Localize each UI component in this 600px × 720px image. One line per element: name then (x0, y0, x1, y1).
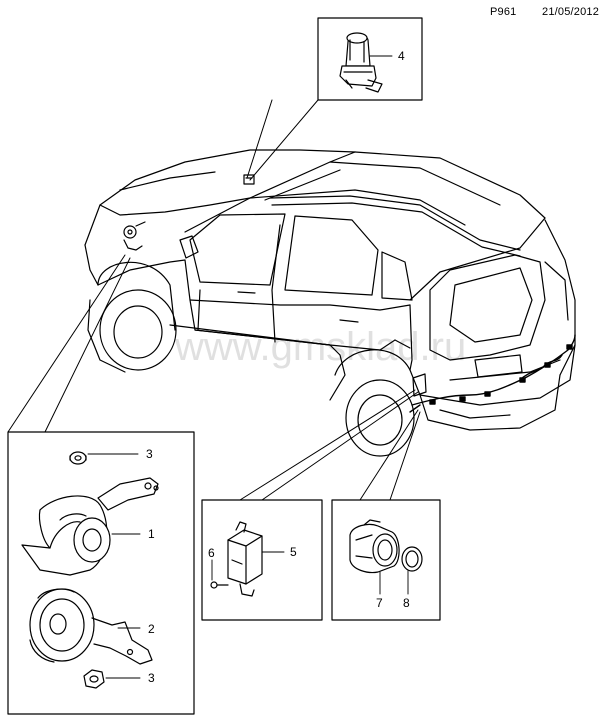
horn-location (123, 221, 146, 251)
callout-2: 2 (148, 622, 155, 636)
callout-7: 7 (376, 596, 383, 610)
detail-box-roof-sensor: 4 (317, 17, 423, 101)
roof-sensor-part (339, 32, 383, 93)
callout-3-bottom: 3 (148, 671, 155, 685)
detail-box-sensors: 7 8 (331, 499, 441, 621)
page-date: 21/05/2012 (542, 6, 600, 18)
control-module-part (227, 521, 263, 597)
watermark: www.gmsklad.ru (174, 325, 466, 369)
horn-1-part (21, 477, 159, 576)
module-location (412, 373, 427, 397)
callout-6: 6 (208, 546, 215, 560)
callout-8: 8 (403, 596, 410, 610)
callout-4: 4 (398, 49, 405, 63)
horn-2-part (29, 588, 153, 665)
page-code: P961 (490, 6, 517, 18)
parking-sensor-part (349, 519, 400, 574)
callout-5: 5 (290, 545, 297, 559)
detail-box-horns: 3 1 2 (7, 431, 195, 715)
callout-3-top: 3 (146, 447, 153, 461)
nut-part-top (69, 451, 87, 465)
callout-1: 1 (148, 527, 155, 541)
leader-lines (7, 99, 421, 501)
detail-box-module: 6 5 (201, 499, 323, 621)
screw-part (210, 581, 229, 589)
vehicle-outline (84, 149, 576, 457)
sensor-ring-part (401, 546, 423, 572)
wiring-harness (409, 334, 576, 413)
nut-part-bottom (83, 669, 105, 689)
